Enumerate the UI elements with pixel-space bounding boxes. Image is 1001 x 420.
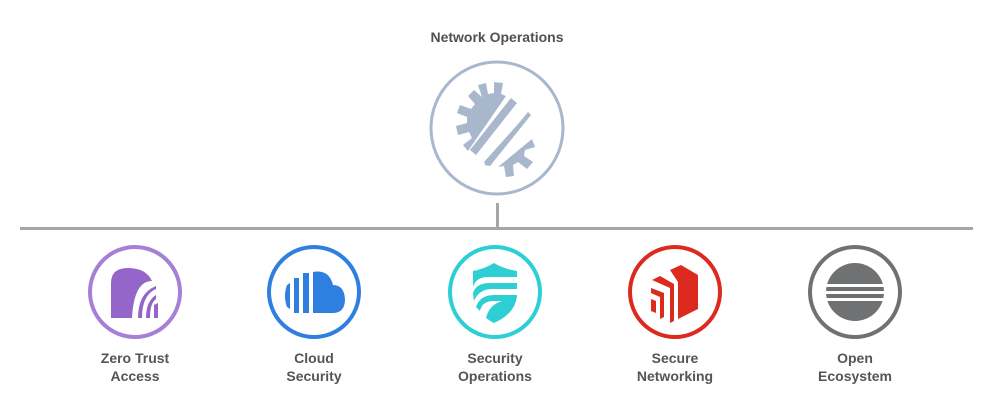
node-label-line1: Secure bbox=[651, 350, 699, 366]
connector-horizontal bbox=[20, 227, 973, 230]
root-title: Network Operations bbox=[430, 29, 564, 45]
network-operations-node bbox=[428, 59, 566, 197]
gear-slash-icon bbox=[429, 60, 565, 196]
tunnel-arch-icon bbox=[88, 245, 182, 339]
node-label-line2: Access bbox=[110, 368, 160, 384]
shield-icon bbox=[448, 245, 542, 339]
node-label-line2: Operations bbox=[458, 368, 532, 384]
node-label-line1: Security bbox=[467, 350, 523, 366]
node-label-line1: Cloud bbox=[294, 350, 334, 366]
cube-icon bbox=[628, 245, 722, 339]
node-label-line2: Ecosystem bbox=[818, 368, 892, 384]
node-label-line1: Zero Trust bbox=[100, 350, 170, 366]
connector-vertical bbox=[496, 203, 499, 228]
node-label-line2: Security bbox=[286, 368, 342, 384]
striped-circle-icon bbox=[808, 245, 902, 339]
node-label-line1: Open bbox=[837, 350, 873, 366]
cloud-icon bbox=[267, 245, 361, 339]
node-label-line2: Networking bbox=[636, 368, 714, 384]
